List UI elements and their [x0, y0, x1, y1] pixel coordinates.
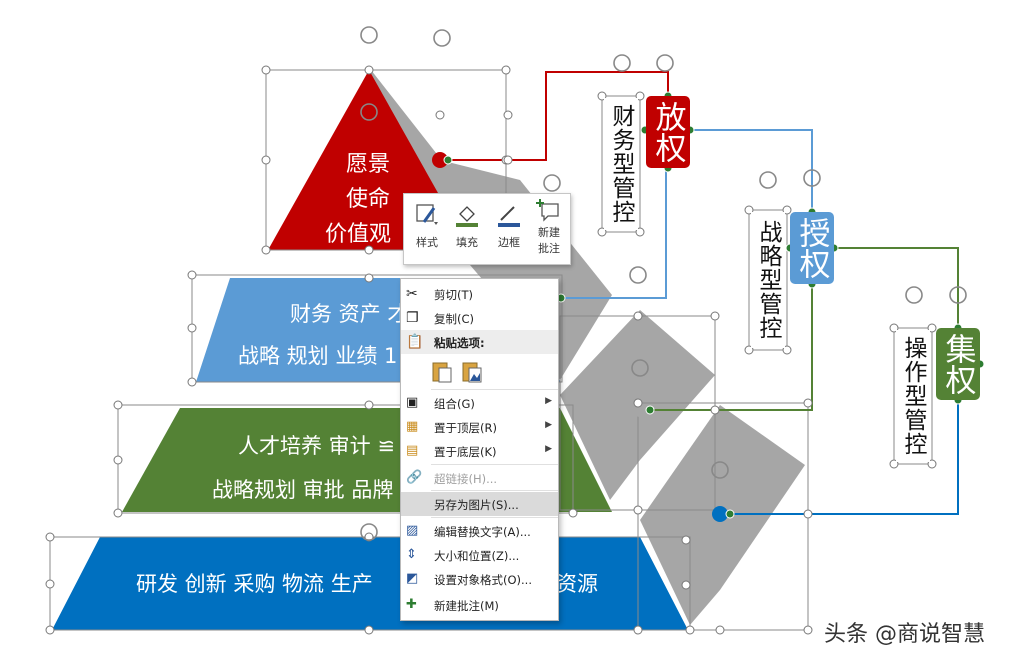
menu-label-bring-front: 置于顶层(R) [434, 421, 497, 435]
badge-authorize[interactable]: 授权 [790, 212, 834, 284]
model-label-strategy[interactable]: 战略型管控 [751, 212, 785, 348]
menu-header-paste-options: 📋 粘贴选项: [401, 330, 558, 354]
paste-as-picture-icon[interactable] [461, 359, 483, 383]
menu-label-format-object: 设置对象格式(O)... [434, 573, 532, 587]
border-button[interactable]: 边框 [490, 198, 528, 258]
menu-item-group[interactable]: ▣ 组合(G) ▶ [401, 391, 558, 415]
submenu-arrow-icon: ▶ [545, 420, 552, 430]
paste-options-row [401, 356, 558, 386]
new-comment-button[interactable]: 新建 批注 [530, 198, 568, 258]
menu-item-edit-alt-text[interactable]: ▨ 编辑替换文字(A)... [401, 519, 558, 543]
tier1-label-2[interactable]: 使命 [346, 187, 391, 212]
border-label: 边框 [498, 236, 520, 249]
alt-text-icon: ▨ [406, 523, 419, 538]
format-shape-icon: ◩ [406, 571, 419, 586]
menu-item-save-as-picture[interactable]: 另存为图片(S)... [401, 492, 558, 516]
menu-label-cut: 剪切(T) [434, 288, 473, 302]
submenu-arrow-icon: ▶ [545, 396, 552, 406]
menu-label-paste-options: 粘贴选项: [434, 336, 485, 350]
tier1-label-3[interactable]: 价值观 [325, 222, 392, 247]
new-comment-label-1: 新建 [538, 226, 560, 239]
bring-front-icon: ▦ [406, 419, 419, 434]
new-comment-label-2: 批注 [538, 242, 560, 255]
tier4-line1[interactable]: 研发 创新 采购 物流 生产 [136, 572, 373, 596]
menu-label-size-position: 大小和位置(Z)... [434, 549, 520, 563]
menu-label-copy: 复制(C) [434, 312, 475, 326]
group-icon: ▣ [406, 395, 419, 410]
menu-label-new-comment: 新建批注(M) [434, 599, 499, 613]
context-menu: ✂ 剪切(T) ❐ 复制(C) 📋 粘贴选项: ▣ 组合(G) ▶ [400, 278, 559, 621]
style-button[interactable]: 样式 [408, 198, 446, 258]
menu-item-hyperlink: 🔗 超链接(H)... [401, 466, 558, 490]
hyperlink-icon: 🔗 [406, 470, 423, 485]
send-back-icon: ▤ [406, 443, 419, 458]
menu-label-hyperlink: 超链接(H)... [434, 472, 498, 486]
menu-label-group: 组合(G) [434, 397, 475, 411]
pen-outline-icon [498, 206, 520, 227]
menu-item-new-comment[interactable]: ✚ 新建批注(M) [401, 593, 558, 617]
comment-icon: ✚ [406, 597, 417, 612]
size-position-icon: ⇕ [406, 547, 417, 562]
menu-item-copy[interactable]: ❐ 复制(C) [401, 306, 558, 330]
tier2-line2[interactable]: 战略 规划 业绩 1 [238, 344, 398, 368]
menu-item-format-object[interactable]: ◩ 设置对象格式(O)... [401, 567, 558, 591]
copy-icon: ❐ [406, 310, 419, 326]
fill-label: 填充 [456, 236, 478, 249]
clipboard-icon: 📋 [406, 334, 424, 350]
tier3-line1[interactable]: 人才培养 审计 ≌ [238, 434, 395, 458]
tier2-line1[interactable]: 财务 资产 才 [290, 302, 409, 326]
tier4-line1-tail[interactable]: 资源 [556, 572, 598, 596]
paste-keep-format-icon[interactable] [431, 359, 453, 383]
watermark-text: 头条 @商说智慧 [824, 622, 985, 647]
menu-label-alt-text: 编辑替换文字(A)... [434, 525, 531, 539]
shape-style-icon [416, 204, 438, 225]
mini-toolbar: 样式 填充 边框 新建 批注 [403, 193, 571, 265]
menu-label-save-picture: 另存为图片(S)... [434, 498, 519, 512]
model-label-operation[interactable]: 操作型管控 [896, 330, 930, 462]
menu-item-size-position[interactable]: ⇕ 大小和位置(Z)... [401, 543, 558, 567]
submenu-arrow-icon: ▶ [545, 444, 552, 454]
menu-item-cut[interactable]: ✂ 剪切(T) [401, 282, 558, 306]
model-label-finance[interactable]: 财务型管控 [604, 98, 638, 230]
badge-centralize[interactable]: 集权 [936, 328, 980, 400]
tier1-label-1[interactable]: 愿景 [346, 152, 391, 177]
badge-decentralize[interactable]: 放权 [646, 96, 690, 168]
menu-item-bring-to-front[interactable]: ▦ 置于顶层(R) ▶ [401, 415, 558, 439]
fill-button[interactable]: 填充 [448, 198, 486, 258]
style-label: 样式 [416, 236, 438, 249]
menu-label-send-back: 置于底层(K) [434, 445, 497, 459]
tier3-line2[interactable]: 战略规划 审批 品牌 [212, 478, 394, 502]
scissors-icon: ✂ [406, 286, 418, 302]
comment-add-icon [536, 199, 559, 222]
menu-item-send-to-back[interactable]: ▤ 置于底层(K) ▶ [401, 439, 558, 463]
paint-bucket-icon [456, 206, 478, 227]
